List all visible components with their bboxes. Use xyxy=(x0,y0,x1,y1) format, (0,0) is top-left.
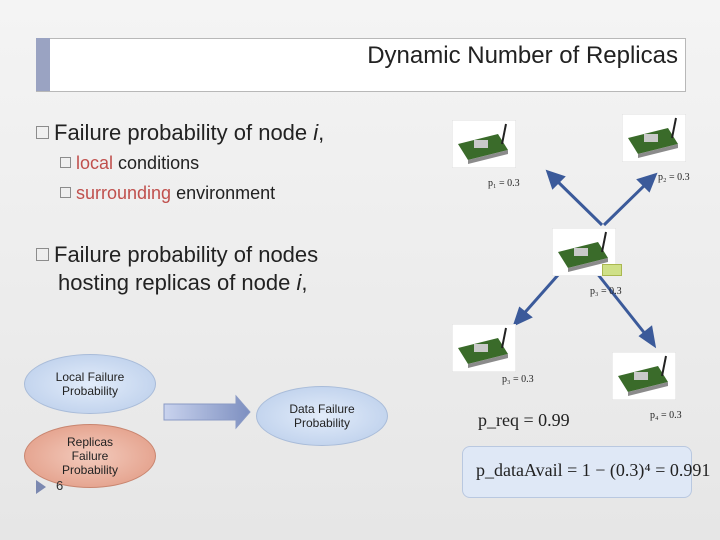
bullet-text: Failure probability of node xyxy=(54,120,314,145)
sub-bullet-local: local conditions xyxy=(60,152,199,174)
node-board-icon xyxy=(622,114,686,162)
node-label-p3-lower: p₃ = 0.3 xyxy=(502,374,534,385)
node-highlight xyxy=(602,264,622,276)
data-failure-ellipse: Data Failure Probability xyxy=(256,386,388,446)
slide-title: Dynamic Number of Replicas xyxy=(367,42,678,69)
node-label-p1: p₁ = 0.3 xyxy=(488,178,520,189)
ellipse-label: Local Failure Probability xyxy=(55,370,125,398)
title-bar xyxy=(36,38,686,92)
bullet-box-icon xyxy=(36,248,49,261)
formula-box xyxy=(462,446,692,498)
node-label-p4: p₄ = 0.3 xyxy=(650,410,682,421)
bullet-text: Failure probability of nodes xyxy=(54,242,319,267)
node-board-icon xyxy=(452,324,516,372)
highlight-text: surrounding xyxy=(76,183,172,203)
bullet-italic: i xyxy=(313,120,319,145)
node-label-p2: p₂ = 0.3 xyxy=(658,172,690,183)
required-probability: p_req = 0.99 xyxy=(478,410,570,430)
node-board-icon xyxy=(452,120,516,168)
bullet-node-failure: Failure probability of node i, xyxy=(36,119,324,147)
bullet-text: hosting replicas of node xyxy=(58,270,297,295)
title-accent xyxy=(36,38,50,91)
ellipse-label: Replicas Failure Probability xyxy=(61,435,119,477)
bullet-suffix: , xyxy=(301,270,308,295)
sub-bullet-text: environment xyxy=(171,183,276,203)
bullet-italic: i xyxy=(296,270,302,295)
block-arrow xyxy=(163,394,251,430)
sub-bullet-text: conditions xyxy=(113,153,200,173)
data-availability-formula: p_dataAvail = 1 − (0.3)⁴ = 0.991 xyxy=(476,460,711,480)
replicas-failure-ellipse: Replicas Failure Probability xyxy=(24,424,156,488)
sub-bullet-surrounding: surrounding environment xyxy=(60,182,275,204)
bullet-suffix: , xyxy=(318,120,325,145)
bullet-replicas-failure-line2: hosting replicas of node i, xyxy=(58,269,308,297)
local-failure-ellipse: Local Failure Probability xyxy=(24,354,156,414)
ellipse-label: Data Failure Probability xyxy=(289,402,355,430)
network-arrows xyxy=(512,169,658,349)
bullet-replicas-failure: Failure probability of nodes xyxy=(36,241,318,269)
node-board-icon xyxy=(552,228,616,276)
node-label-p3-upper: p₃ = 0.3 xyxy=(590,286,622,297)
highlight-text: local xyxy=(76,153,114,173)
page-number: 6 xyxy=(56,478,64,493)
node-board-icon xyxy=(612,352,676,400)
bullet-box-icon xyxy=(36,126,49,139)
bullet-box-icon xyxy=(60,187,71,198)
page-marker-icon xyxy=(36,480,46,494)
bullet-box-icon xyxy=(60,157,71,168)
